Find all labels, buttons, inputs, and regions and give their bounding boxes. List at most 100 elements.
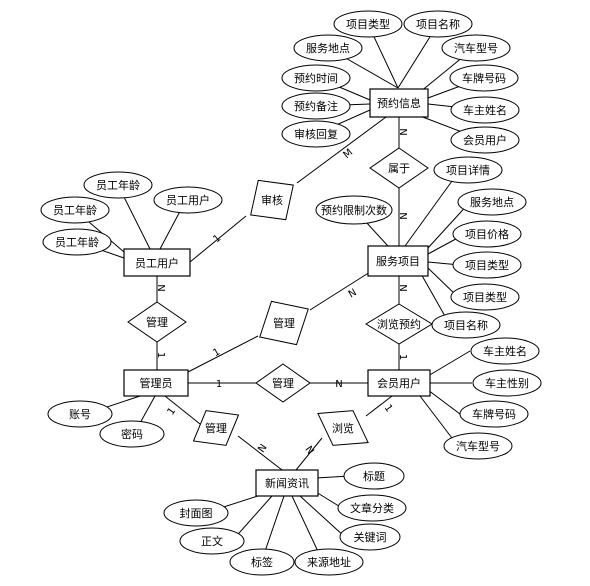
- relation-label: 浏览预约: [377, 317, 421, 331]
- attr-yy-shhf: 审核回复: [281, 120, 351, 148]
- attr-label: 标签: [251, 555, 273, 569]
- attr-label: 预约时间: [294, 72, 338, 85]
- attr-gl-zh: 账号: [47, 400, 113, 428]
- attr-label: 汽车型号: [454, 41, 498, 55]
- card-fw-liulanyy-n: N: [397, 284, 408, 291]
- card-shenhe-m: M: [342, 147, 356, 161]
- attr-yy-cphm: 车牌号码: [449, 64, 519, 92]
- edge-gl-guanlifw: [187, 335, 259, 373]
- attr-label: 项目详情: [446, 163, 490, 177]
- card-gl-guanlifw-1: 1: [211, 346, 222, 359]
- entity-yuyue: 预约信息: [369, 88, 429, 118]
- attr-label: 员工用户: [166, 193, 210, 207]
- attr-label: 车主性别: [485, 376, 529, 390]
- attr-label: 汽车型号: [456, 439, 500, 453]
- card-gl-guanlihy-1: 1: [216, 379, 222, 390]
- entity-label: 管理员: [140, 376, 173, 390]
- relation-label: 审核: [261, 193, 283, 207]
- card-guanlihy-hy-n: N: [335, 379, 342, 390]
- attr-yy-xmmc: 项目名称: [403, 10, 473, 38]
- attr-xw-bq: 标签: [229, 548, 295, 576]
- attr-label: 密码: [121, 427, 143, 441]
- relation-guanli-xw: 管理: [192, 410, 240, 446]
- entity-fuwu: 服务项目: [367, 245, 429, 277]
- edge-hy-czxm: [427, 350, 471, 377]
- attr-xw-zw: 正文: [179, 527, 245, 555]
- attr-fw-xmlx2: 项目类型: [450, 283, 520, 311]
- edge-hy-liulan: [365, 395, 393, 417]
- attr-label: 预约备注: [294, 99, 338, 113]
- card-guanlifw-fw-n: N: [347, 287, 359, 300]
- attr-label: 项目类型: [346, 17, 390, 31]
- cardinalities: M N 1 N N 1 N 1 N 1 1 N 1 N 1 N: [155, 128, 408, 457]
- entity-label: 新闻资讯: [265, 476, 309, 490]
- relation-guanli-hy: 管理: [255, 363, 311, 403]
- entity-label: 预约信息: [377, 96, 421, 110]
- attr-hy-czxb: 车主性别: [472, 369, 542, 397]
- attr-label: 员工年龄: [55, 235, 99, 249]
- edge-shenhe-yy: [296, 116, 387, 184]
- edge-gl-guanlixw: [164, 395, 201, 425]
- attr-label: 项目价格: [465, 227, 509, 241]
- relation-label: 管理: [273, 316, 295, 330]
- card-yg-shenhe-1: 1: [211, 233, 223, 246]
- card-gl-guanlixw-1: 1: [166, 406, 179, 418]
- attr-yg-ygnl1: 员工年龄: [83, 171, 153, 199]
- entity-label: 会员用户: [377, 376, 421, 390]
- card-liulan-xw-n: N: [302, 444, 315, 456]
- attr-fw-xmmc: 项目名称: [431, 311, 501, 339]
- attr-yy-xmlx: 项目类型: [333, 10, 403, 38]
- attr-yy-hyyh: 会员用户: [450, 126, 520, 154]
- relation-guanli-fw: 管理: [259, 300, 309, 346]
- attr-label: 文章分类: [350, 501, 394, 515]
- attr-label: 来源地址: [307, 555, 351, 569]
- attr-label: 预约限制次数: [321, 203, 387, 217]
- attr-fw-yyxzcs: 预约限制次数: [315, 195, 393, 225]
- edge-yg-shenhe: [189, 215, 247, 263]
- entity-label: 服务项目: [376, 255, 420, 268]
- edge-hy-cphm: [427, 389, 461, 415]
- attr-yy-fwdd: 服务地点: [293, 34, 363, 62]
- card-hy-liulan-1: 1: [382, 403, 395, 415]
- attr-label: 审核回复: [294, 127, 338, 141]
- attr-yy-qcxh: 汽车型号: [441, 34, 511, 62]
- relation-shuyu: 属于: [369, 147, 429, 189]
- attr-xw-wzfl: 文章分类: [337, 494, 407, 522]
- attr-label: 会员用户: [463, 133, 507, 147]
- attr-fw-xmxq: 项目详情: [433, 156, 503, 184]
- entity-xinwen: 新闻资讯: [255, 469, 319, 497]
- attr-label: 服务地点: [470, 196, 514, 209]
- attr-label: 车主姓名: [463, 103, 507, 117]
- entity-label: 员工用户: [135, 256, 179, 270]
- attr-hy-cphm: 车牌号码: [459, 400, 529, 428]
- attr-label: 项目名称: [416, 17, 460, 31]
- attr-label: 标题: [363, 469, 385, 483]
- card-yy-shuyu-n: N: [397, 128, 408, 135]
- relation-label: 管理: [272, 376, 294, 390]
- attr-label: 车牌号码: [462, 71, 506, 85]
- card-shuyu-fw-n: N: [397, 212, 408, 219]
- attr-fw-xmjg: 项目价格: [452, 220, 522, 248]
- attr-label: 项目名称: [444, 318, 488, 332]
- relation-liulan: 浏览: [317, 410, 369, 446]
- edge-fw-xmxq: [404, 169, 461, 247]
- relation-guanli-yg: 管理: [127, 301, 187, 343]
- relation-shenhe: 审核: [250, 179, 294, 221]
- relation-label: 属于: [388, 162, 410, 175]
- relation-label: 浏览: [332, 421, 354, 435]
- attr-label: 封面图: [180, 506, 213, 520]
- edge-fw-fwdd: [427, 201, 471, 249]
- attr-label: 项目类型: [463, 290, 507, 304]
- attr-xw-lydz: 来源地址: [294, 548, 364, 576]
- relation-label: 管理: [205, 421, 227, 435]
- entity-guanli: 管理员: [123, 369, 189, 397]
- card-yg-guanli-n: N: [155, 284, 166, 291]
- attr-gl-mm: 密码: [99, 420, 165, 448]
- edge-xw-wzfl: [315, 491, 343, 509]
- entity-yuangong: 员工用户: [123, 248, 191, 277]
- edge-liulan-xw: [295, 437, 323, 471]
- attr-hy-qcxh: 汽车型号: [443, 432, 513, 460]
- attr-fw-fwdd: 服务地点: [457, 188, 527, 216]
